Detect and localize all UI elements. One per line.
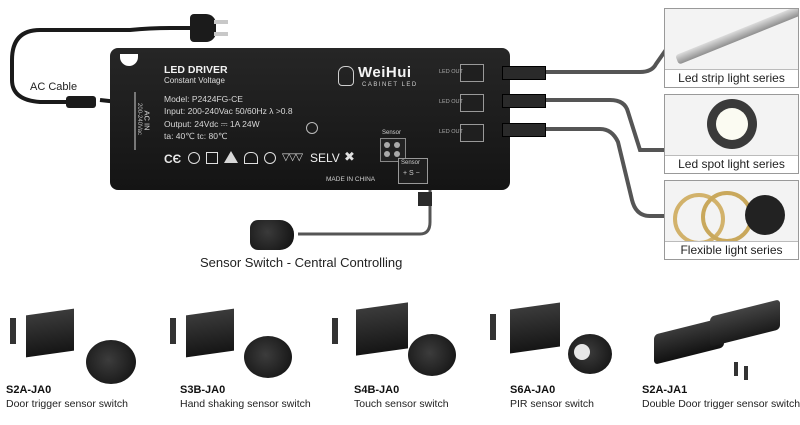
product-s4b-ja0: S4B-JA0 Touch sensor switch (328, 300, 478, 410)
sensor-head (408, 334, 456, 376)
double-insulation-icon (206, 152, 218, 164)
bulb-logo-icon (338, 66, 354, 86)
sensor-port-label: Sensor (401, 160, 421, 166)
fc-mark-icon (306, 122, 318, 134)
screw-icon (490, 314, 496, 340)
flex-reel (745, 195, 785, 235)
selv-text: SELV (310, 151, 340, 165)
product-s3b-ja0: S3B-JA0 Hand shaking sensor switch (162, 300, 322, 410)
series-led-strip: Led strip light series (664, 8, 799, 88)
input-text: Input: 200-240Vac 50/60Hz λ >0.8 (164, 106, 293, 116)
product-s2a-ja1: S2A-JA1 Double Door trigger sensor switc… (640, 299, 800, 410)
led-driver: AC IN 200-240Vac LED DRIVER Constant Vol… (110, 48, 510, 190)
series-label-strip: Led strip light series (665, 69, 798, 87)
sensor-top-label: Sensor (382, 130, 402, 136)
spot-plug (502, 94, 546, 108)
brand-subtitle: CABINET LED (362, 82, 418, 88)
screw-icon (170, 318, 176, 344)
product-desc: PIR sensor switch (510, 398, 595, 410)
driver-subtitle: Constant Voltage (164, 76, 225, 85)
central-switch-label: Sensor Switch - Central Controlling (200, 255, 403, 270)
flex-plug (502, 123, 546, 137)
brand-name: WeiHui (358, 64, 412, 81)
spot-cable-line (545, 98, 705, 152)
ac-plug (190, 14, 216, 42)
led-out-port-1[interactable]: LED OUT (439, 64, 484, 82)
weee-bin-icon: ✖ (344, 149, 355, 164)
product-code: S3B-JA0 (180, 384, 226, 396)
model-text: Model: P2424FG-CE (164, 94, 243, 104)
product-code: S2A-JA0 (6, 384, 52, 396)
spot-light-ring (707, 99, 757, 149)
led-out-port-3[interactable]: LED OUT (439, 124, 484, 142)
class-mark-icon (264, 152, 276, 164)
product-code: S6A-JA0 (510, 384, 556, 396)
driver-title: LED DRIVER (164, 64, 228, 76)
house-mark-icon (244, 152, 258, 164)
mount-bracket (510, 302, 560, 354)
ac-cable-line (10, 26, 192, 104)
flex-cable-line (545, 127, 705, 218)
plug-pin-top (214, 20, 228, 24)
sensor-port-pins: + S − (403, 170, 420, 177)
series-flexible: Flexible light series (664, 180, 799, 260)
sensor-head (86, 340, 136, 384)
ac-cable-label: AC Cable (30, 81, 78, 93)
circle-mark-icon (188, 152, 200, 164)
product-code: S2A-JA1 (642, 384, 688, 396)
mount-bracket (356, 302, 408, 356)
strip-plug (502, 66, 546, 80)
ac-in-block: AC IN 200-240Vac (136, 88, 154, 158)
product-s2a-ja0: S2A-JA0 Door trigger sensor switch (6, 300, 156, 410)
series-label-spot: Led spot light series (665, 155, 798, 173)
product-desc: Hand shaking sensor switch (180, 398, 311, 410)
mount-bracket (26, 308, 74, 358)
mount-bracket (186, 308, 234, 358)
plug-pin-bottom (214, 32, 228, 36)
product-desc: Double Door trigger sensor switch (642, 398, 800, 410)
central-sensor-switch (250, 220, 294, 250)
mount-notch (120, 54, 138, 66)
product-desc: Door trigger sensor switch (6, 398, 128, 410)
spot-light-lens (716, 108, 748, 140)
sensor-cable-connector (418, 192, 432, 206)
double-bracket-back (710, 299, 780, 347)
screw-icon (744, 366, 748, 380)
ac-in-text: AC IN (142, 110, 152, 131)
strip-cable-line (545, 42, 680, 74)
vvv-mark-icon: ▽▽▽ (282, 152, 303, 163)
output-text: Output: 24Vdc ⎓ 1A 24W (164, 119, 260, 129)
led-strip-profile (675, 9, 798, 65)
series-led-spot: Led spot light series (664, 94, 799, 174)
screw-icon (734, 362, 738, 376)
temp-text: ta: 40℃ tc: 80℃ (164, 131, 228, 141)
sensor-port[interactable]: Sensor + S − (398, 158, 428, 184)
sensor-catalog: S2A-JA0 Door trigger sensor switch S3B-J… (0, 295, 800, 425)
sensor-cable-line (298, 178, 432, 236)
ac-connector (66, 96, 96, 108)
screw-icon (10, 318, 16, 344)
warning-triangle-icon (224, 151, 238, 163)
made-in-text: MADE IN CHINA (326, 176, 376, 183)
product-desc: Touch sensor switch (354, 398, 449, 410)
led-out-port-2[interactable]: LED OUT (439, 94, 484, 112)
product-s6a-ja0: S6A-JA0 PIR sensor switch (484, 300, 634, 410)
screw-icon (332, 318, 338, 344)
ce-mark-icon: CЄ (164, 152, 182, 166)
ac-range-text: 200-240Vac (136, 103, 142, 135)
ac-in-frame (134, 92, 136, 150)
sensor-head (244, 336, 292, 378)
sensor-head (568, 334, 612, 374)
series-label-flex: Flexible light series (665, 241, 798, 259)
pir-lens (574, 344, 590, 360)
product-code: S4B-JA0 (354, 384, 400, 396)
